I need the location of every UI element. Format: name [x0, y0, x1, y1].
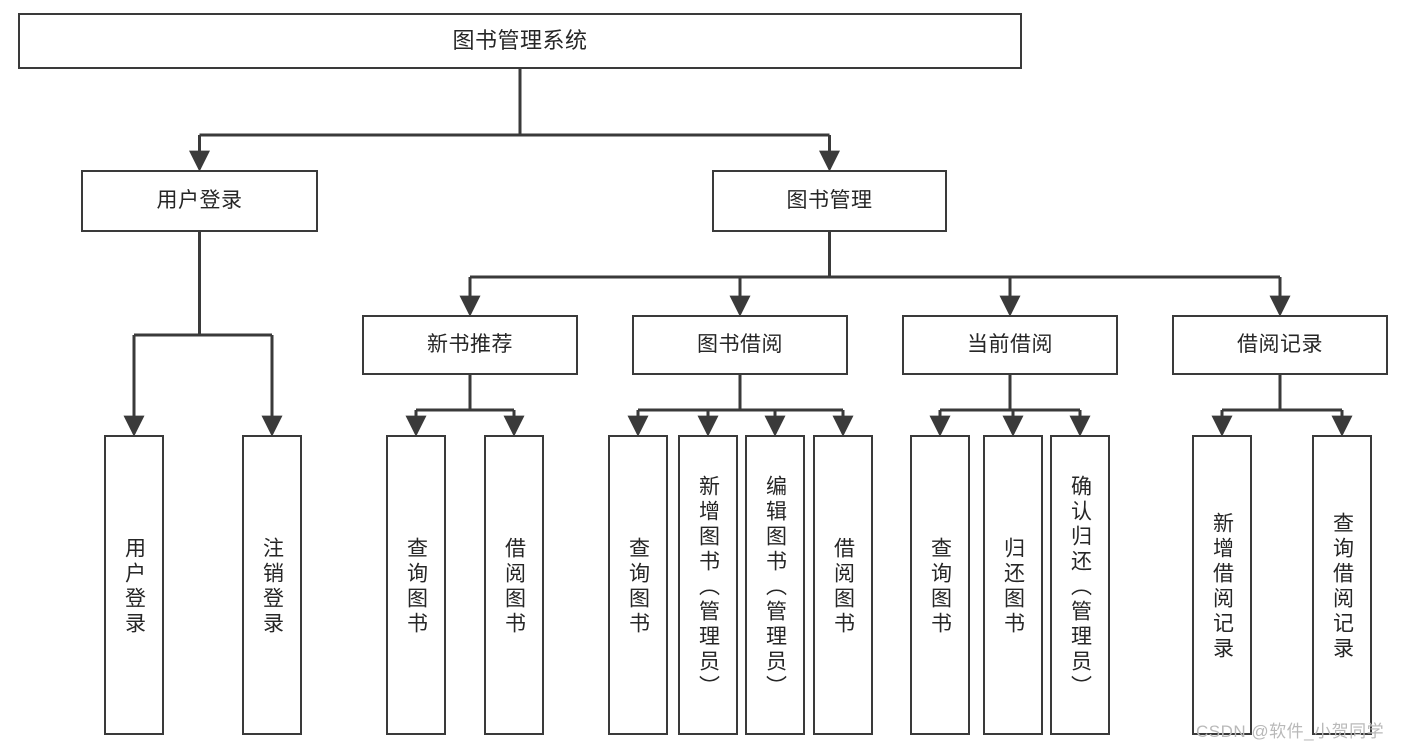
- leaf-query-book-2-label: 查询图书: [626, 537, 650, 637]
- node-borrow-record[interactable]: 借阅记录: [1172, 315, 1388, 375]
- leaf-add-book[interactable]: 新增图书（管理员）: [678, 435, 738, 735]
- node-current-borrow[interactable]: 当前借阅: [902, 315, 1118, 375]
- leaf-query-book-1-label: 查询图书: [404, 537, 428, 637]
- leaf-user-login-label: 用户登录: [122, 537, 146, 637]
- leaf-edit-book[interactable]: 编辑图书（管理员）: [745, 435, 805, 735]
- leaf-query-borrow-record[interactable]: 查询借阅记录: [1312, 435, 1372, 735]
- leaf-query-borrow-record-label: 查询借阅记录: [1330, 512, 1354, 662]
- leaf-add-borrow-record[interactable]: 新增借阅记录: [1192, 435, 1252, 735]
- node-root[interactable]: 图书管理系统: [18, 13, 1022, 69]
- leaf-borrow-book-1-label: 借阅图书: [502, 537, 526, 637]
- leaf-query-book-3[interactable]: 查询图书: [910, 435, 970, 735]
- leaf-query-book-1[interactable]: 查询图书: [386, 435, 446, 735]
- leaf-confirm-return[interactable]: 确认归还（管理员）: [1050, 435, 1110, 735]
- node-new-book-recommend[interactable]: 新书推荐: [362, 315, 578, 375]
- node-root-label: 图书管理系统: [452, 28, 588, 54]
- leaf-borrow-book-2-label: 借阅图书: [831, 537, 855, 637]
- node-book-manage-label: 图书管理: [786, 188, 873, 212]
- leaf-user-login[interactable]: 用户登录: [104, 435, 164, 735]
- leaf-borrow-book-2[interactable]: 借阅图书: [813, 435, 873, 735]
- node-book-borrow[interactable]: 图书借阅: [632, 315, 848, 375]
- node-borrow-record-label: 借阅记录: [1237, 332, 1323, 356]
- leaf-return-book[interactable]: 归还图书: [983, 435, 1043, 735]
- leaf-edit-book-label: 编辑图书（管理员）: [763, 474, 787, 700]
- node-user-login[interactable]: 用户登录: [81, 170, 318, 232]
- csdn-watermark: CSDN @软件_小贺同学: [1196, 722, 1385, 741]
- node-book-borrow-label: 图书借阅: [697, 332, 783, 356]
- leaf-add-book-label: 新增图书（管理员）: [696, 474, 720, 700]
- leaf-query-book-3-label: 查询图书: [928, 537, 952, 637]
- leaf-logout[interactable]: 注销登录: [242, 435, 302, 735]
- node-book-manage[interactable]: 图书管理: [712, 170, 947, 232]
- leaf-query-book-2[interactable]: 查询图书: [608, 435, 668, 735]
- leaf-confirm-return-label: 确认归还（管理员）: [1068, 474, 1092, 700]
- leaf-logout-label: 注销登录: [260, 537, 284, 637]
- node-current-borrow-label: 当前借阅: [967, 332, 1053, 356]
- leaf-return-book-label: 归还图书: [1001, 537, 1025, 637]
- node-new-book-recommend-label: 新书推荐: [427, 332, 513, 356]
- leaf-add-borrow-record-label: 新增借阅记录: [1210, 512, 1234, 662]
- leaf-borrow-book-1[interactable]: 借阅图书: [484, 435, 544, 735]
- node-user-login-label: 用户登录: [156, 188, 243, 212]
